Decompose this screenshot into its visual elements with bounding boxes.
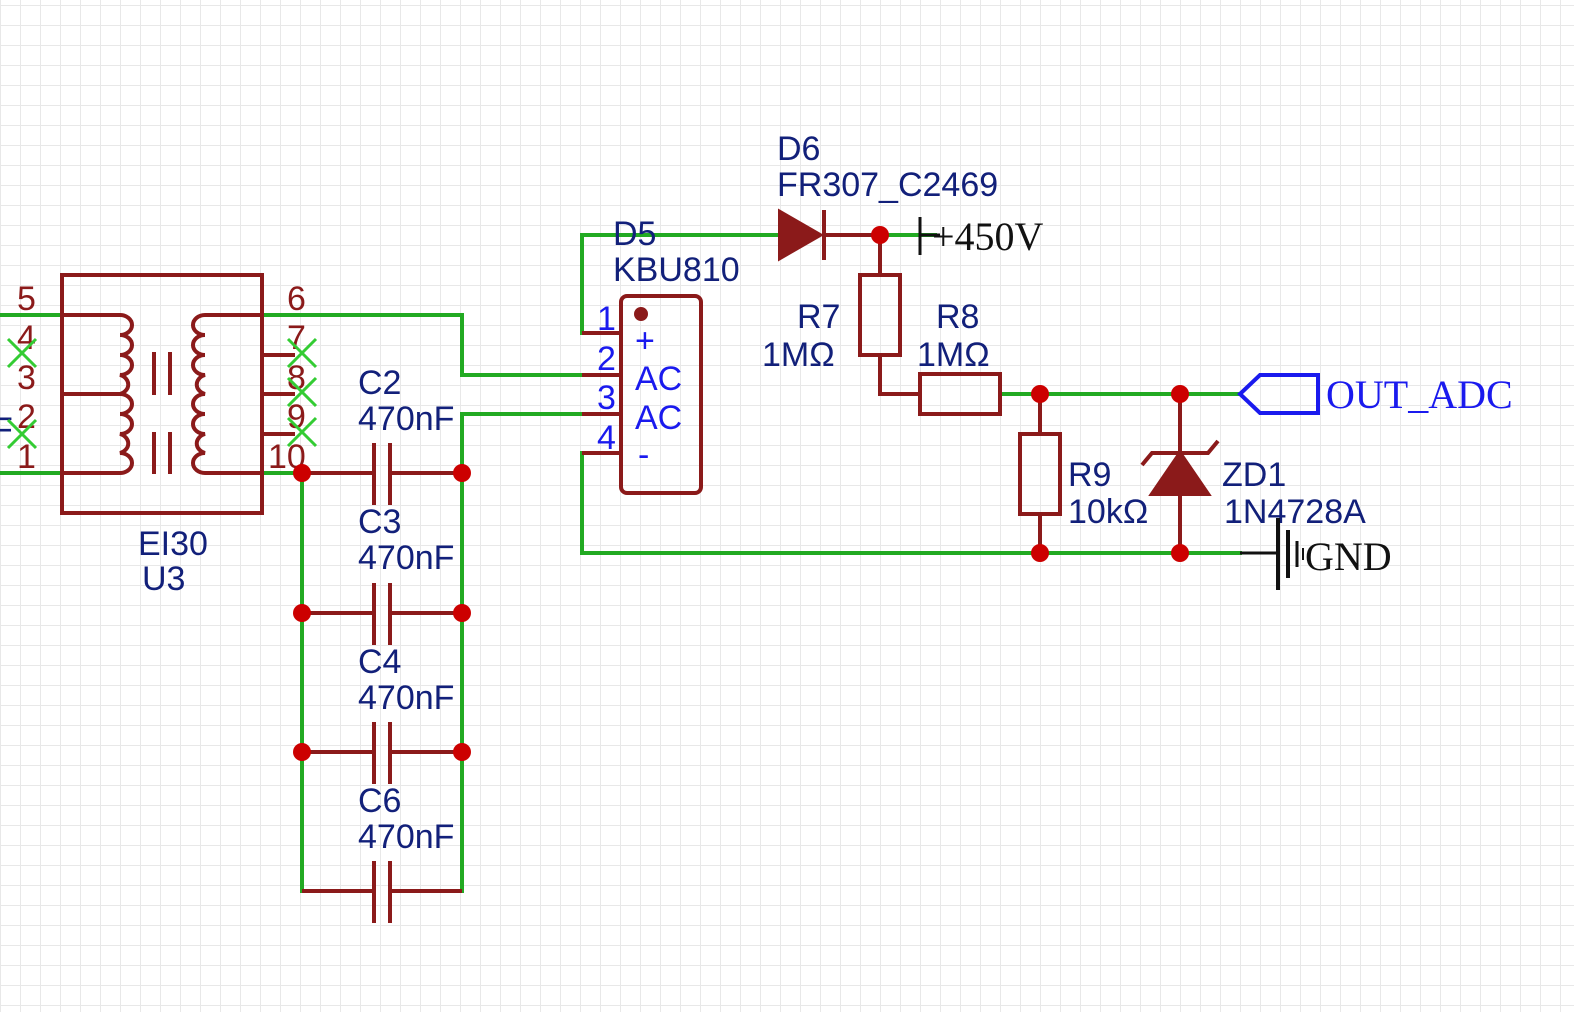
pin-label-9: 9 (287, 398, 306, 436)
c3-value: 470nF (358, 539, 454, 577)
junction-dot (453, 604, 471, 622)
ground-net-label: GND (1305, 534, 1392, 579)
c4-value: 470nF (358, 679, 454, 717)
bridge-designator: D5 (613, 215, 656, 253)
wires (0, 233, 1242, 893)
r9-value: 10kΩ (1068, 493, 1148, 531)
d6-designator: D6 (777, 130, 820, 168)
r7-value: 1MΩ (762, 336, 835, 374)
junction-dot (1031, 385, 1049, 403)
transformer-u3[interactable]: 5 4 3 2 1 6 7 8 9 10 F EI30 U3 (0, 273, 318, 598)
hv-net-label: +450V (932, 214, 1044, 259)
zener-zd1[interactable]: ZD1 1N4728A (1140, 394, 1366, 553)
c2-value: 470nF (358, 400, 454, 438)
wire-ac-right[interactable] (460, 412, 584, 475)
junction-dot (1171, 385, 1189, 403)
bridge-pin-1: 1 (597, 300, 616, 338)
bridge-leads (582, 331, 621, 455)
junction-dot (871, 226, 889, 244)
r8-designator: R8 (936, 298, 979, 336)
capacitor-c4[interactable]: C4 470nF (302, 643, 462, 784)
d6-value: FR307_C2469 (777, 166, 998, 204)
zener-triangle (1148, 449, 1212, 496)
junction-dot (293, 743, 311, 761)
junction-dot (293, 604, 311, 622)
pin-label-7: 7 (287, 319, 306, 357)
wire-bridge-plus[interactable] (580, 233, 780, 335)
junction-dot (1171, 544, 1189, 562)
bridge-pin-name-ac1: AC (635, 360, 682, 398)
r8-value: 1MΩ (917, 336, 990, 374)
junction-dot (293, 464, 311, 482)
bridge-body (619, 294, 703, 495)
resistor-r9[interactable]: R9 10kΩ (1018, 394, 1148, 553)
diode-d6[interactable]: D6 FR307_C2469 (777, 130, 998, 262)
zener-bar (1140, 439, 1220, 467)
diode-triangle (778, 208, 825, 262)
junction-dot (1031, 544, 1049, 562)
pin-label-6: 6 (287, 280, 306, 318)
c2-designator: C2 (358, 364, 401, 402)
transformer-value: EI30 (138, 525, 208, 563)
resistor-r8[interactable]: R8 1MΩ (917, 298, 1002, 416)
bridge-pin-3: 3 (597, 379, 616, 417)
ground-symbol[interactable]: GND (1240, 518, 1392, 590)
c3-designator: C3 (358, 503, 401, 541)
primary-coil (119, 313, 134, 475)
junction-dot (453, 743, 471, 761)
bridge-pin-name-plus: + (635, 322, 655, 360)
c6-value: 470nF (358, 818, 454, 856)
capacitor-c6[interactable]: C6 470nF (302, 782, 462, 923)
zd1-value: 1N4728A (1224, 493, 1366, 531)
hv-net-port[interactable]: +450V (918, 214, 1044, 259)
adc-net-label: OUT_ADC (1326, 372, 1513, 417)
bridge-pin-2: 2 (597, 340, 616, 378)
bridge-rectifier-d5[interactable]: 1 2 3 4 + AC AC - D5 KBU810 (582, 215, 740, 495)
bridge-pin-name-ac2: AC (635, 399, 682, 437)
pin-label-8: 8 (287, 359, 306, 397)
wire-ground[interactable] (580, 451, 1242, 555)
r7-designator: R7 (797, 298, 840, 336)
pin-label-4: 4 (17, 319, 36, 357)
c4-designator: C4 (358, 643, 401, 681)
primary-leads (62, 313, 120, 475)
pin-label-5: 5 (17, 280, 36, 318)
capacitor-c2[interactable]: C2 470nF (302, 364, 462, 505)
resistor-r7[interactable]: R7 1MΩ (762, 235, 920, 396)
c6-designator: C6 (358, 782, 401, 820)
secondary-coil (191, 313, 206, 475)
transformer-designator: U3 (142, 560, 185, 598)
bridge-value: KBU810 (613, 251, 740, 289)
pin-label-3: 3 (17, 359, 36, 397)
junctions (293, 226, 1189, 761)
junction-dot (453, 464, 471, 482)
pin-label-1: 1 (17, 438, 36, 476)
wire-secondary-top[interactable] (260, 313, 584, 377)
bridge-pin-name-minus: - (638, 436, 649, 474)
r9-designator: R9 (1068, 456, 1111, 494)
no-connect-markers (6, 337, 318, 450)
transformer-core (152, 352, 172, 474)
bridge-pin-4: 4 (597, 419, 616, 457)
pin1-dot (634, 307, 648, 321)
zd1-designator: ZD1 (1222, 456, 1286, 494)
secondary-leads (205, 313, 295, 475)
capacitor-c3[interactable]: C3 470nF (302, 503, 462, 645)
adc-net-port[interactable]: OUT_ADC (1237, 372, 1513, 417)
